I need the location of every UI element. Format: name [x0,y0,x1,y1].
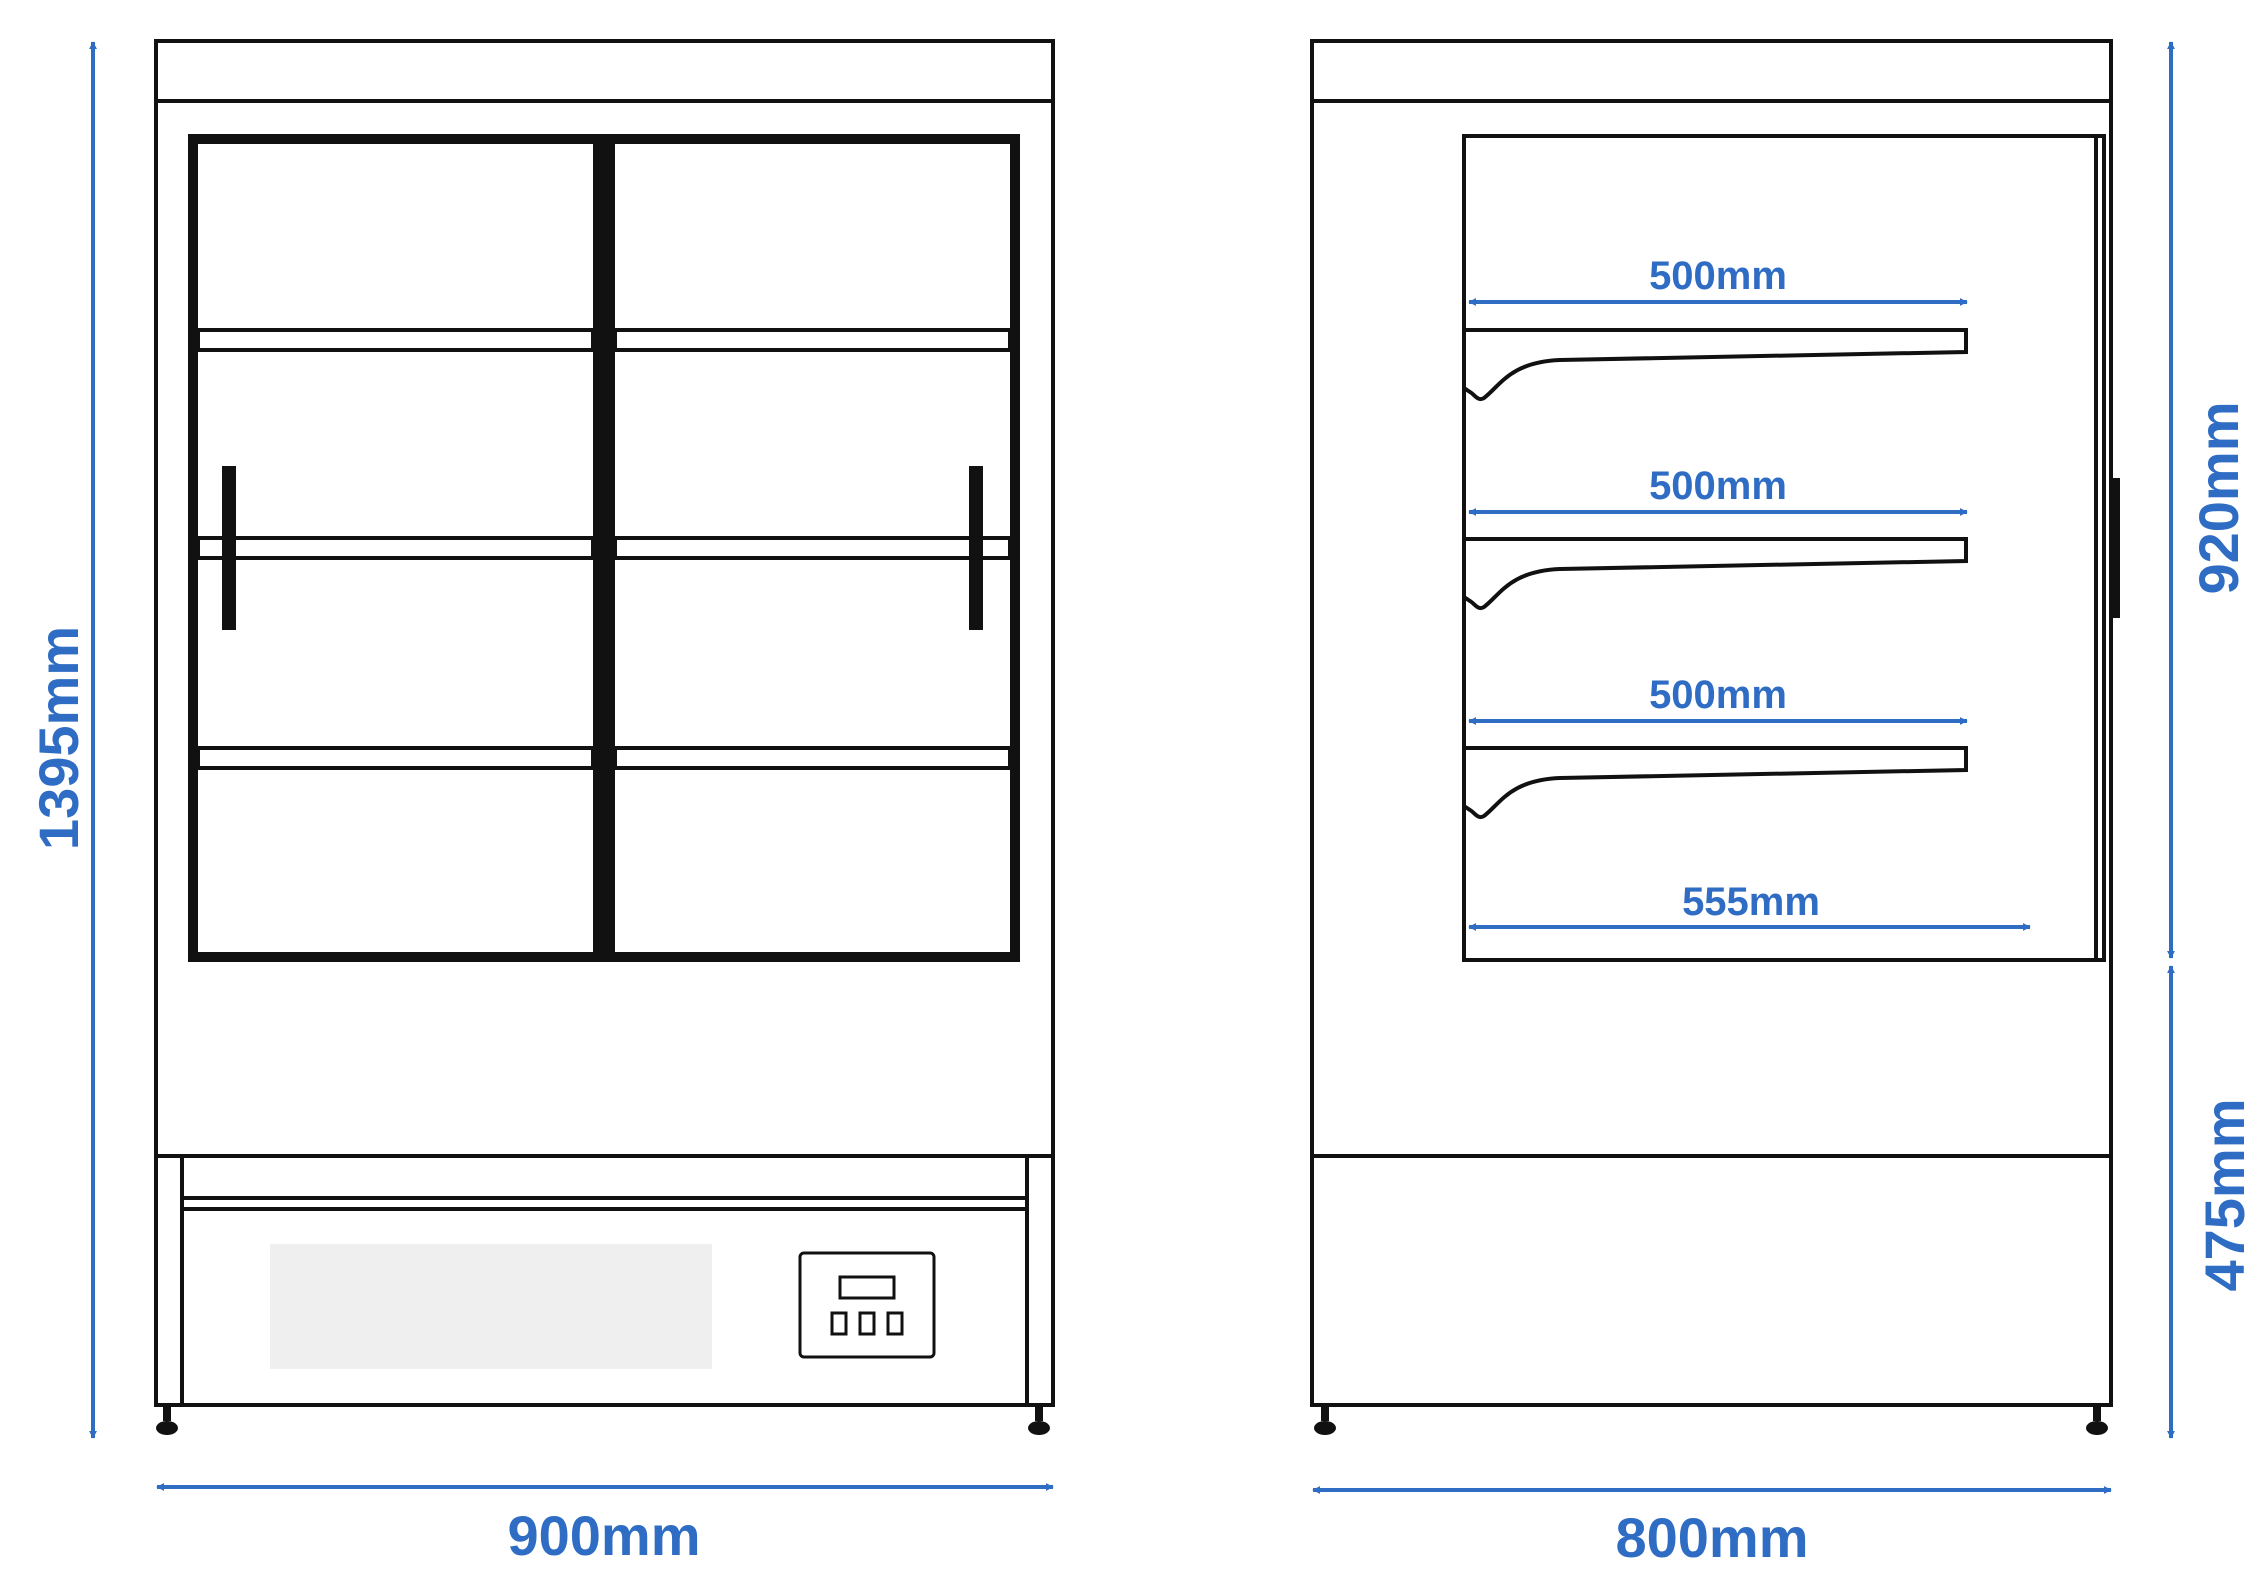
front-shelves [196,328,1012,770]
side-depth-dimension: 800mm [1312,1486,2112,1569]
front-width-label: 900mm [507,1504,700,1567]
side-height-dimensions: 920mm 475mm [2167,41,2256,1439]
shelf-3-depth-label: 500mm [1649,673,1787,717]
shelf-1-depth-label: 500mm [1649,254,1787,298]
right-door-handle [969,466,983,630]
side-shelves [1462,328,1968,820]
front-top-canopy [154,39,1055,103]
base-depth-label: 555mm [1682,880,1820,924]
front-view [154,39,1055,1435]
shelf-depth-dimensions: 500mm 500mm 500mm 555mm [1468,254,2031,931]
controller-panel-icon [798,1251,936,1359]
side-view [1310,39,2120,1435]
shelf-2-depth-label: 500mm [1649,464,1787,508]
front-height-dimension: 1395mm [27,41,97,1439]
side-base [1310,1154,2113,1407]
front-base [154,1154,1055,1407]
lower-height-label: 475mm [2193,1098,2256,1291]
side-door-handle [2111,478,2120,618]
upper-height-label: 920mm [2187,401,2250,594]
side-depth-label: 800mm [1615,1506,1808,1569]
front-label-plate [270,1244,712,1369]
front-height-label: 1395mm [27,626,90,850]
front-door-divider [593,139,615,957]
front-width-dimension: 900mm [156,1483,1054,1567]
left-door-handle [222,466,236,630]
side-top-canopy [1310,39,2113,103]
side-feet [1314,1405,2108,1435]
front-feet [156,1405,1050,1435]
